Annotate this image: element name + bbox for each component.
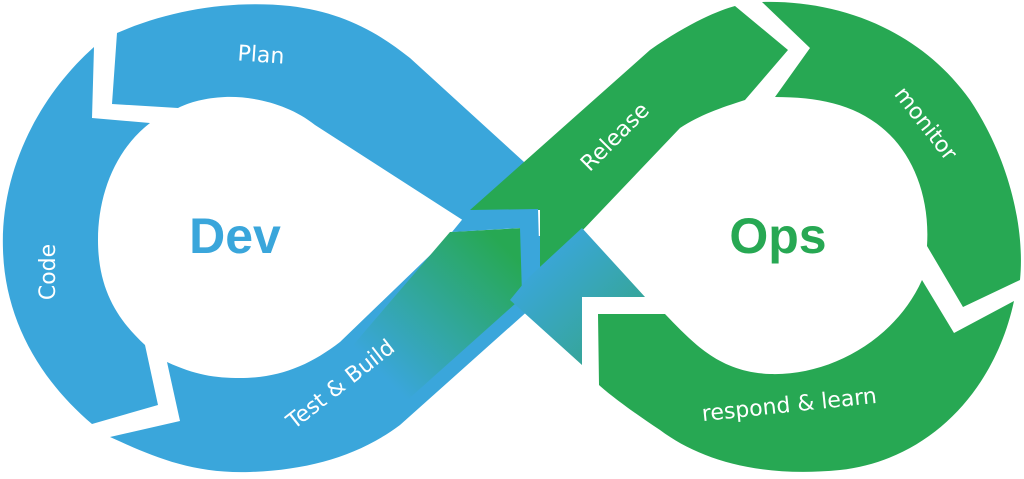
crossing-arrowhead	[510, 228, 645, 365]
plan-segment	[112, 4, 535, 228]
label-code: Code	[36, 244, 61, 300]
crossing-strip	[452, 209, 540, 295]
dev-title: Dev	[189, 208, 281, 264]
release-segment	[470, 6, 788, 275]
code-segment	[2, 47, 159, 424]
ops-title: Ops	[729, 208, 826, 264]
monitor-segment	[762, 1, 1021, 307]
respond-learn-segment	[598, 280, 1014, 472]
crossing-band-lower	[330, 228, 525, 420]
label-plan: Plan	[237, 41, 285, 69]
